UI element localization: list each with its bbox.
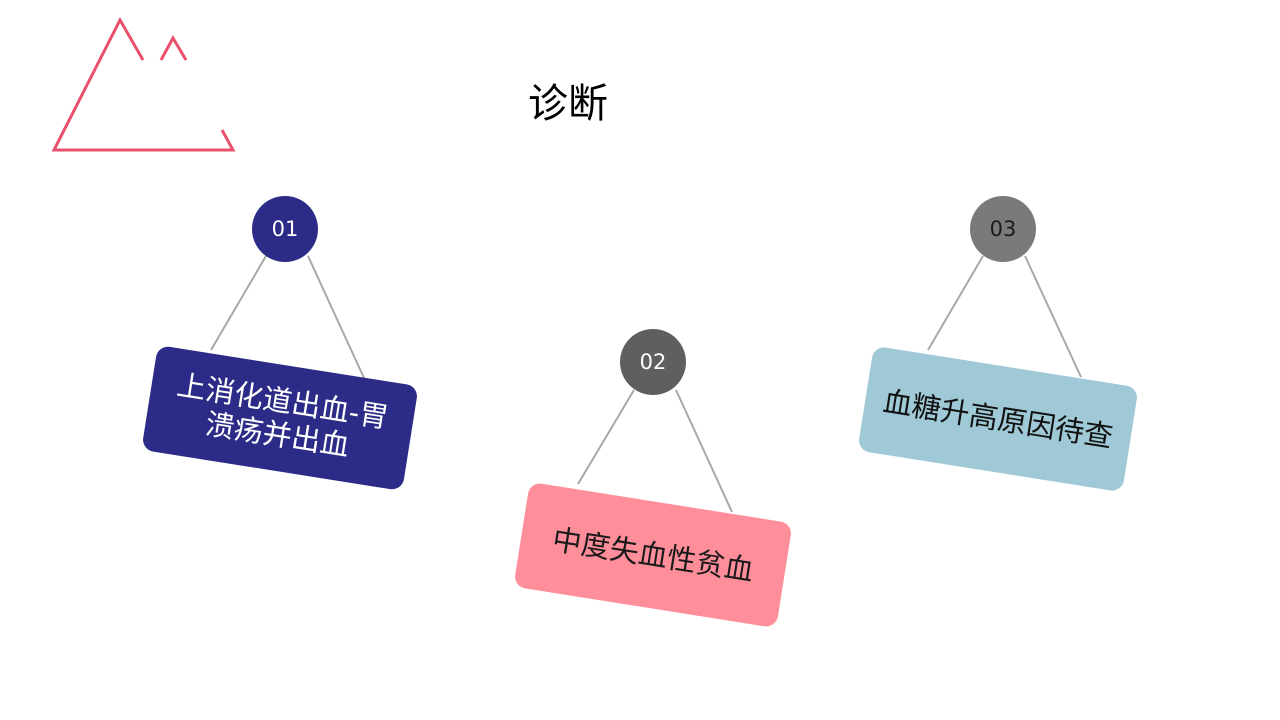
string-03-right	[1024, 255, 1082, 378]
diagnosis-card-03-label: 血糖升高原因待查	[880, 384, 1116, 454]
mountain-decoration-icon	[51, 16, 236, 152]
page-title: 诊断	[528, 81, 608, 127]
string-01-left	[210, 255, 267, 351]
badge-01-number: 01	[271, 217, 299, 241]
string-01-right	[307, 255, 365, 379]
diagnosis-card-02-label: 中度失血性贫血	[550, 522, 756, 588]
string-03-left	[927, 255, 984, 351]
badge-02-number: 02	[639, 350, 667, 374]
badge-02: 02	[620, 329, 686, 395]
diagnosis-card-01-label: 上消化道出血-胃溃疡并出血	[174, 367, 391, 463]
badge-03-number: 03	[989, 217, 1017, 241]
badge-01: 01	[252, 196, 318, 262]
string-02-left	[577, 389, 635, 485]
badge-03: 03	[970, 196, 1036, 262]
string-02-right	[675, 389, 733, 513]
